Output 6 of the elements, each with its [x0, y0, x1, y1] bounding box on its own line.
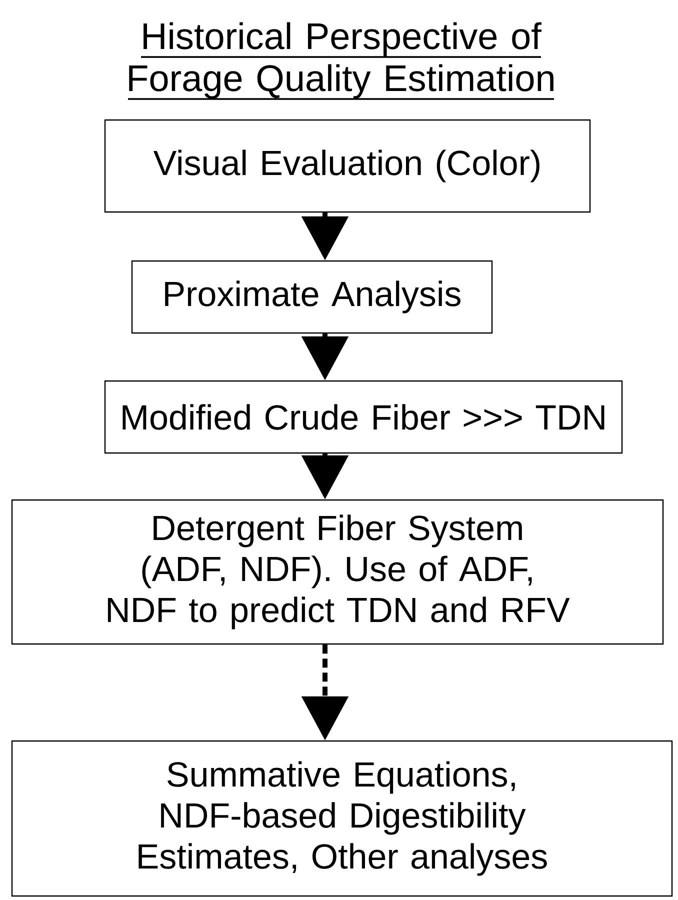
process-box: Summative Equations, NDF-based Digestibility Estimates, Other analyses: [11, 740, 673, 897]
title: Historical Perspective of Forage Quality Estimation: [128, 22, 554, 100]
process-box: Detergent Fiber System (ADF, NDF). Use of ADF, NDF to predict TDN and RFV: [11, 499, 664, 645]
process-box: Proximate Analysis: [131, 260, 493, 334]
process-box: Visual Evaluation (Color): [104, 119, 591, 213]
process-box: Modified Crude Fiber >>> TDN: [104, 380, 623, 454]
